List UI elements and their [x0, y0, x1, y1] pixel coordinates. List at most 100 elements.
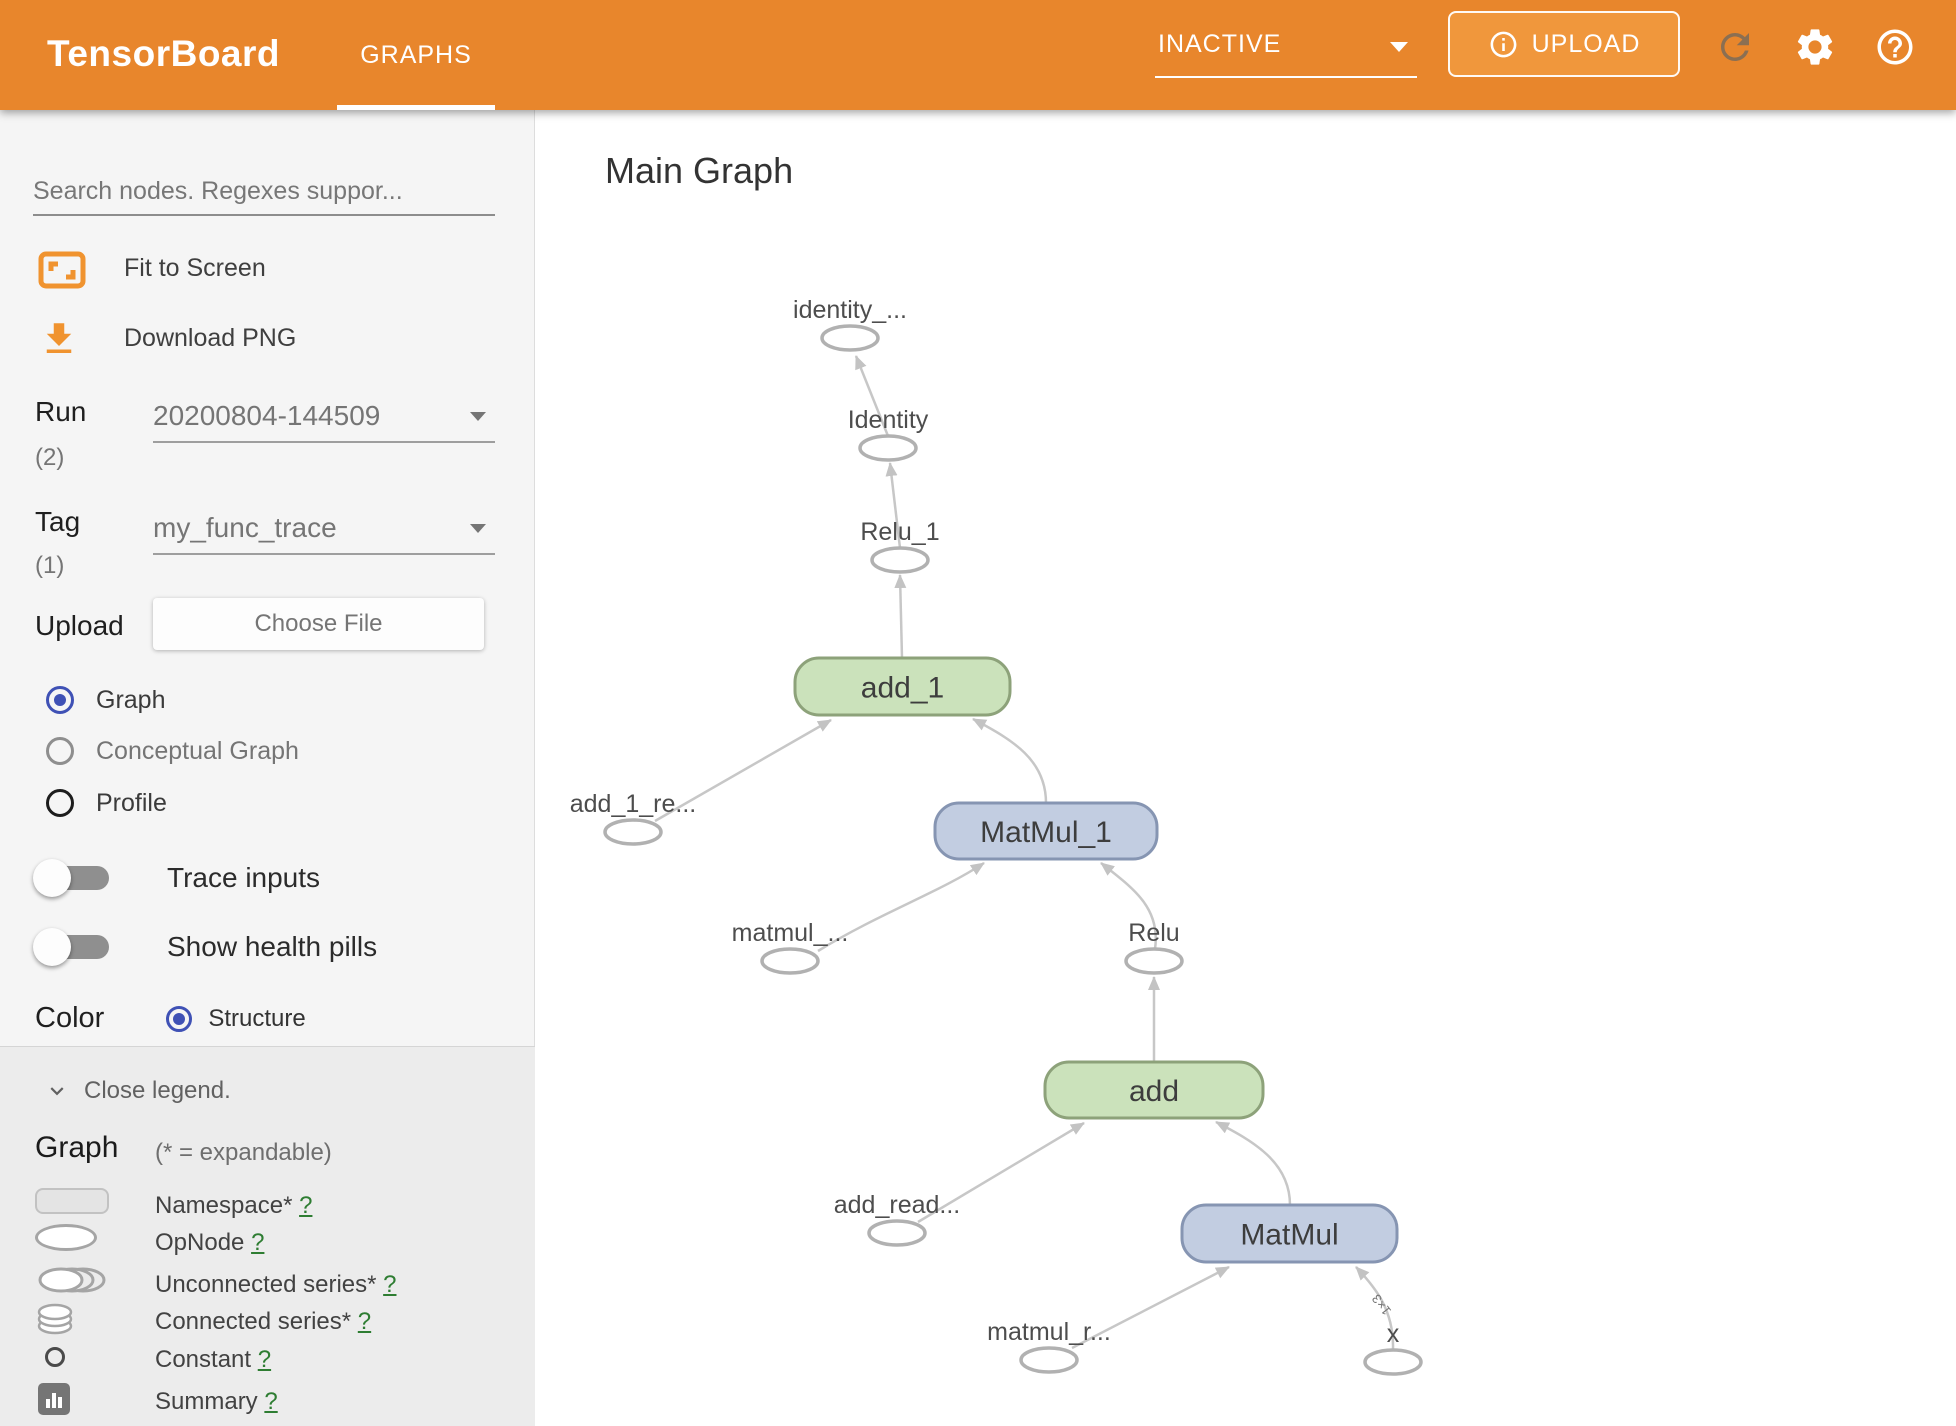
download-png-button[interactable]: Download PNG: [124, 324, 297, 352]
graph-node-Relu_1[interactable]: Relu_1: [860, 518, 940, 574]
trace-inputs-label: Trace inputs: [167, 862, 321, 893]
run-select-value: 20200804-144509: [153, 400, 381, 431]
tag-select-value: my_func_trace: [153, 512, 337, 543]
graph-node-matmul_2[interactable]: matmul_...: [732, 919, 849, 975]
radio-icon: [46, 686, 74, 714]
chevron-down-icon: [1390, 42, 1408, 52]
svg-text:Identity: Identity: [848, 406, 929, 434]
color-structure-label: Structure: [208, 1004, 306, 1032]
graph-node-Identity[interactable]: Identity: [848, 406, 929, 462]
app-brand: TensorBoard: [47, 33, 281, 74]
graph-node-add_1[interactable]: add_1: [793, 656, 1012, 717]
show-health-pills-toggle[interactable]: Show health pills: [33, 928, 377, 966]
controls-sidebar: Fit to Screen Download PNG Run (2) 20200…: [0, 110, 535, 1426]
help-link[interactable]: ?: [357, 1308, 372, 1335]
legend-item-opnode: OpNode ?: [155, 1229, 265, 1256]
upload-label: Upload: [35, 610, 124, 641]
gear-icon: [1797, 29, 1833, 65]
download-icon: [38, 316, 90, 362]
toggle-track: [33, 928, 109, 966]
graph-node-Relu[interactable]: Relu: [1124, 919, 1184, 975]
svg-text:x: x: [1387, 1320, 1400, 1348]
legend-item-namespace: Namespace* ?: [155, 1192, 313, 1219]
radio-graph[interactable]: Graph: [46, 685, 165, 715]
graph-node-identity_out[interactable]: identity_...: [793, 296, 907, 352]
graph-edge-add_1_re-to-add_1: [654, 718, 832, 823]
select-underline: [153, 553, 495, 555]
help-link[interactable]: ?: [299, 1192, 313, 1219]
choose-file-button[interactable]: Choose File: [153, 598, 484, 650]
radio-structure[interactable]: [166, 1005, 193, 1032]
graph-edge-matmul_2-to-MatMul_1: [817, 861, 985, 953]
graph-node-add[interactable]: add: [1043, 1060, 1265, 1120]
radio-conceptual-graph[interactable]: Conceptual Graph: [46, 736, 299, 766]
legend-item-constant: Constant ?: [155, 1346, 272, 1373]
svg-text:identity_...: identity_...: [793, 296, 907, 324]
tab-graphs[interactable]: GRAPHS: [337, 0, 495, 110]
graph-edge-add_read-to-add: [917, 1121, 1085, 1224]
fit-to-screen-icon: [38, 248, 90, 294]
svg-text:Relu_1: Relu_1: [860, 518, 939, 546]
toggle-knob: [33, 859, 71, 897]
help-link[interactable]: ?: [257, 1346, 272, 1373]
tab-graphs-label: GRAPHS: [360, 41, 472, 69]
refresh-button[interactable]: [1712, 24, 1758, 70]
help-link[interactable]: ?: [251, 1229, 265, 1256]
run-status-label: INACTIVE: [1158, 30, 1282, 58]
graph-node-add_1_re[interactable]: add_1_re...: [570, 790, 697, 846]
run-label: Run: [35, 396, 87, 427]
radio-conceptual-graph-label: Conceptual Graph: [96, 736, 299, 765]
legend-item-connected-series: Connected series* ?: [155, 1308, 372, 1335]
help-icon: [1877, 29, 1913, 65]
run-select[interactable]: 20200804-144509: [153, 400, 495, 443]
upload-button[interactable]: UPLOAD: [1448, 11, 1680, 77]
toggle-knob: [33, 928, 71, 966]
graph-edge-MatMul-to-add: [1215, 1120, 1292, 1206]
legend-title: Graph: [35, 1131, 119, 1164]
radio-icon: [46, 737, 74, 765]
help-link[interactable]: ?: [383, 1271, 397, 1298]
info-icon: [1488, 29, 1519, 60]
tag-select[interactable]: my_func_trace: [153, 512, 495, 555]
svg-text:Relu: Relu: [1128, 919, 1179, 947]
graph-edge-Identity-to-identity_out: [854, 355, 890, 437]
close-legend-label: Close legend.: [84, 1077, 231, 1104]
color-label: Color: [35, 1002, 105, 1034]
connected-series-icon: [35, 1302, 115, 1336]
svg-text:add_1: add_1: [861, 672, 944, 705]
legend-panel: Close legend. Graph (* = expandable) Nam…: [0, 1046, 535, 1426]
graph-node-matmul_r[interactable]: matmul_r...: [987, 1318, 1111, 1374]
opnode-icon: [35, 1224, 115, 1251]
settings-button[interactable]: [1792, 24, 1838, 70]
help-link[interactable]: ?: [264, 1388, 278, 1415]
run-status-dropdown[interactable]: INACTIVE: [1155, 0, 1417, 110]
search-input[interactable]: [33, 168, 495, 216]
color-by-row: Color Structure: [35, 1002, 306, 1035]
refresh-icon: [1721, 33, 1749, 61]
svg-text:add_read...: add_read...: [834, 1191, 961, 1219]
chevron-down-icon: [50, 1087, 64, 1096]
graph-node-MatMul_1[interactable]: MatMul_1: [933, 801, 1159, 861]
run-count: (2): [35, 444, 65, 471]
select-underline: [153, 441, 495, 443]
fit-to-screen-button[interactable]: Fit to Screen: [124, 254, 266, 282]
close-legend-button[interactable]: Close legend.: [44, 1077, 231, 1105]
chevron-down-icon: [470, 412, 486, 421]
radio-profile[interactable]: Profile: [46, 788, 167, 818]
graph-edge-add_1-to-Relu_1: [894, 574, 907, 659]
graph-edge-Relu_1-to-Identity: [885, 462, 902, 549]
radio-graph-label: Graph: [96, 685, 166, 714]
trace-inputs-toggle[interactable]: Trace inputs: [33, 859, 321, 897]
graph-node-x[interactable]: x: [1363, 1320, 1423, 1376]
help-button[interactable]: [1872, 24, 1918, 70]
svg-text:matmul_r...: matmul_r...: [987, 1318, 1111, 1346]
svg-text:matmul_...: matmul_...: [732, 919, 849, 947]
tag-label: Tag: [35, 506, 81, 537]
graph-node-add_read[interactable]: add_read...: [834, 1191, 961, 1247]
legend-item-unconnected-series: Unconnected series* ?: [155, 1271, 397, 1298]
toggle-track: [33, 859, 109, 897]
chevron-down-icon: [470, 524, 486, 533]
graph-node-MatMul[interactable]: MatMul: [1180, 1203, 1399, 1264]
